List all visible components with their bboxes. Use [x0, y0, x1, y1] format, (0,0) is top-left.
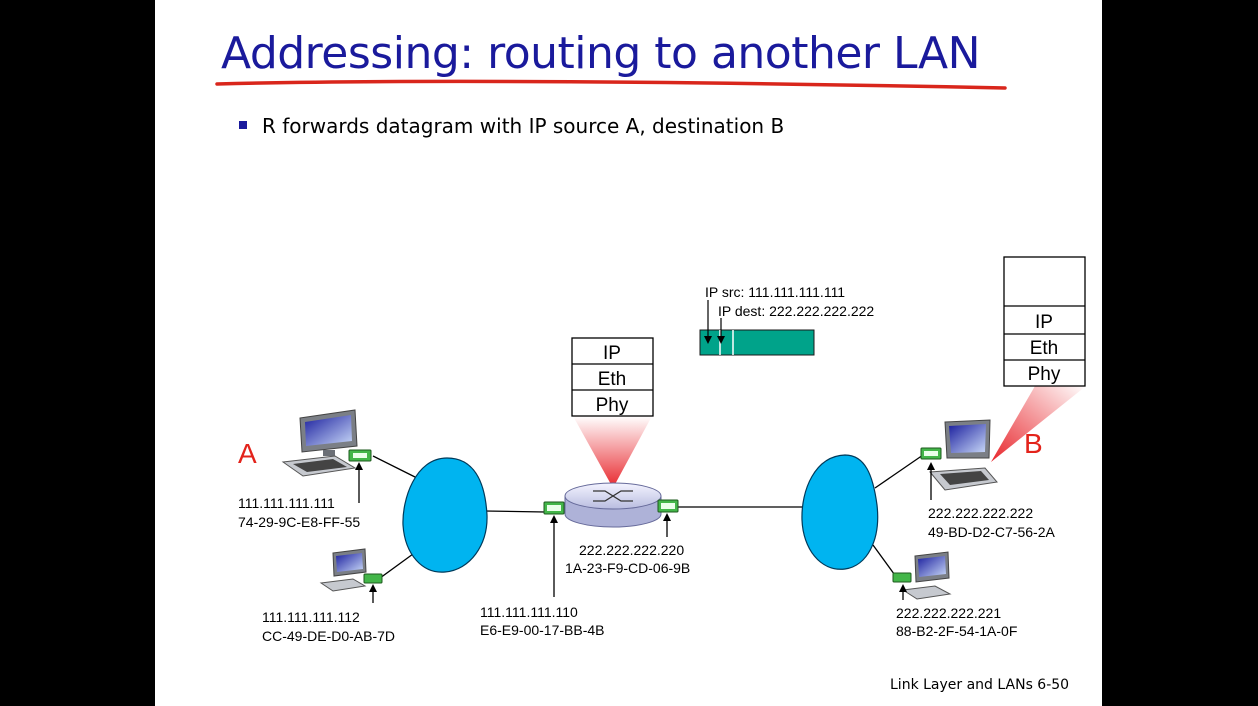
router-protocol-stack: IP Eth Phy — [571, 337, 654, 417]
host-b-stack-beam — [991, 386, 1086, 462]
host-a-computer-icon — [281, 409, 358, 477]
router-right-ip: 222.222.222.220 — [579, 542, 684, 558]
lan-cloud-left — [402, 457, 488, 573]
datagram-ip-dest: IP dest: 222.222.222.222 — [718, 303, 874, 319]
datagram-ip-src: IP src: 111.111.111.111 — [705, 284, 845, 300]
host-b-mac: 49-BD-D2-C7-56-2A — [928, 524, 1055, 540]
host-b-stack-eth: Eth — [1030, 338, 1059, 359]
slide-footer: Link Layer and LANs 6-50 — [890, 677, 1070, 693]
host-b2-ip: 222.222.222.221 — [896, 605, 1001, 621]
lan-cloud-right — [801, 454, 879, 570]
host-a2-mac: CC-49-DE-D0-AB-7D — [262, 628, 395, 644]
datagram-packet: IP src: 111.111.111.111 IP dest: 222.222… — [699, 284, 874, 356]
host-b-letter: B — [1024, 428, 1043, 459]
router-stack-eth: Eth — [598, 369, 627, 390]
bullet-marker — [239, 121, 247, 129]
router-stack-beam — [573, 416, 652, 488]
host-a2-ip: 111.111.111.112 — [262, 609, 360, 625]
host-b-stack-ip: IP — [1035, 312, 1053, 333]
router-stack-phy: Phy — [596, 395, 629, 416]
router-stack-ip: IP — [603, 343, 621, 364]
router-left-ip: 111.111.111.110 — [480, 604, 578, 620]
host-b-computer-icon — [928, 419, 998, 491]
host-b2-mac: 88-B2-2F-54-1A-0F — [896, 623, 1017, 639]
router-icon — [564, 482, 662, 528]
slide-title: Addressing: routing to another LAN — [221, 28, 981, 79]
title-underline — [215, 79, 1007, 90]
host-b2-computer-icon — [901, 551, 952, 600]
adapter-host-a2 — [363, 573, 383, 584]
adapter-host-b2 — [892, 572, 912, 583]
host-a2-computer-icon — [319, 548, 367, 592]
network-diagram: IP Eth Phy IP Eth Phy IP src: 111.111.11… — [238, 256, 1086, 644]
host-a-letter: A — [238, 438, 257, 469]
bullet-text: R forwards datagram with IP source A, de… — [262, 114, 785, 138]
address-pointer-arrows — [355, 462, 935, 603]
host-b-protocol-stack: IP Eth Phy — [1003, 256, 1086, 387]
host-a-ip: 111.111.111.111 — [238, 495, 335, 511]
slide: Addressing: routing to another LAN R for… — [155, 0, 1102, 706]
network-links — [372, 454, 924, 579]
router-right-mac: 1A-23-F9-CD-06-9B — [565, 560, 690, 576]
host-b-ip: 222.222.222.222 — [928, 505, 1033, 521]
host-b-stack-phy: Phy — [1028, 364, 1061, 385]
host-a-mac: 74-29-9C-E8-FF-55 — [238, 514, 360, 530]
router-left-mac: E6-E9-00-17-BB-4B — [480, 622, 605, 638]
